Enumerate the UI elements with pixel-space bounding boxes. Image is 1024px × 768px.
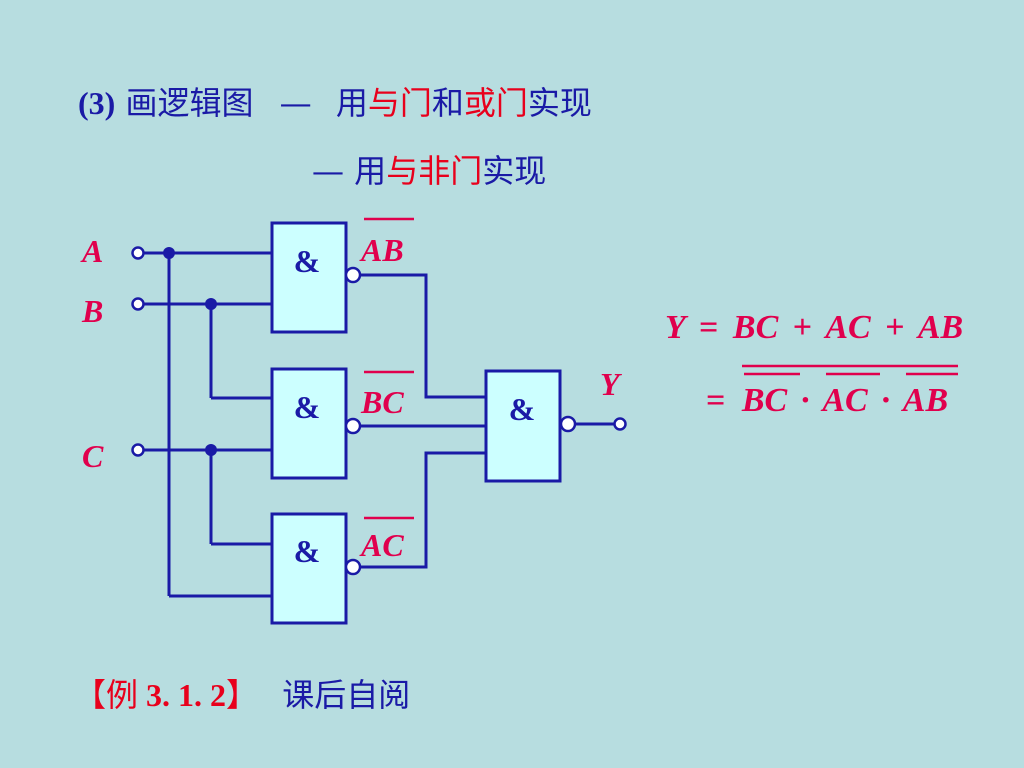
nand-gates	[270, 221, 562, 625]
svg-text:BC: BC	[360, 384, 404, 420]
input-label-b: B	[81, 293, 103, 329]
equation-line-1: Y = BC + AC + AB	[665, 309, 963, 346]
input-label-a: A	[80, 233, 103, 269]
gate-symbol-4: &	[509, 391, 536, 427]
method1-post: 实现	[527, 84, 592, 122]
task-text: 画逻辑图	[125, 84, 254, 122]
gate-output-label-ab: AB	[359, 217, 414, 268]
nand-gate-output	[484, 369, 562, 483]
svg-text:AB: AB	[359, 232, 404, 268]
gate-symbol-1: &	[294, 243, 321, 279]
method1-pre: 用	[335, 84, 368, 122]
method2-hl: 与非门	[386, 152, 483, 190]
example-open: 【例	[74, 676, 139, 714]
example-number: 3. 1. 2	[146, 677, 227, 713]
method1-mid: 和	[431, 84, 464, 122]
equation-overbars	[742, 364, 958, 376]
section-number: (3)	[78, 85, 116, 121]
nand-gate-ab	[270, 221, 348, 334]
junction-dots	[163, 247, 217, 456]
gate-symbol-2: &	[294, 389, 321, 425]
method1-hl2: 或门	[463, 84, 528, 122]
gate-output-label-bc: BC	[360, 370, 414, 420]
equation-line-2: = BC · AC · AB	[706, 382, 948, 419]
gate-output-label-ac: AC	[359, 516, 414, 563]
method2-post: 实现	[482, 152, 547, 190]
input-terminals	[131, 246, 627, 457]
footer-text: 课后自阅	[282, 676, 411, 714]
wires	[144, 251, 614, 598]
method1-hl1: 与门	[367, 84, 432, 122]
input-label-c: C	[82, 438, 104, 474]
dash-2: —	[312, 152, 344, 190]
gate-symbol-3: &	[294, 533, 321, 569]
example-close: 】	[226, 676, 259, 714]
dash: —	[279, 84, 312, 122]
inversion-bubbles	[344, 266, 577, 576]
output-label-y: Y	[600, 366, 622, 402]
title-line: (3) 画逻辑图 — 用与门和或门实现	[78, 78, 592, 124]
nand-gate-ac	[270, 512, 348, 625]
svg-text:AC: AC	[359, 527, 404, 563]
subtitle-line: — 用与非门实现	[312, 146, 546, 192]
method2-pre: 用	[354, 152, 387, 190]
